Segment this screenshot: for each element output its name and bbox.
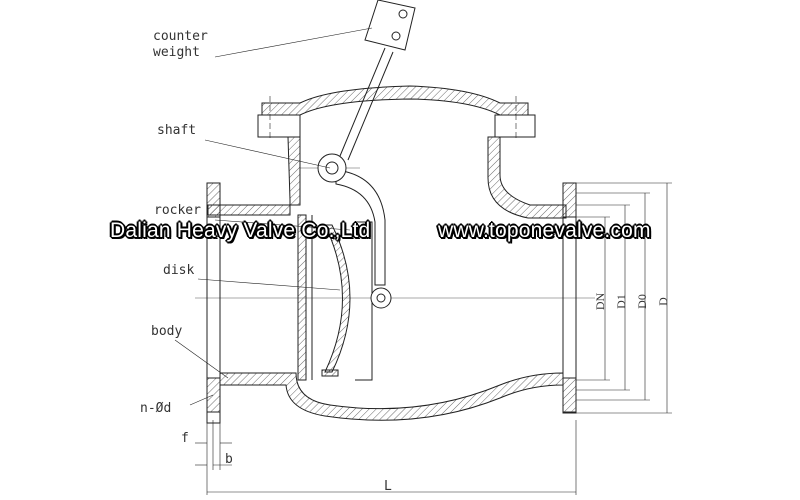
counter-weight-label-2: weight	[153, 45, 200, 60]
body-wall-upper-left	[207, 136, 301, 216]
rocker-arm	[335, 169, 386, 286]
d1-dimension-label: D1	[613, 294, 628, 309]
diameter-dimensions	[576, 182, 672, 414]
seat-ring	[297, 214, 307, 381]
disk-label: disk	[163, 263, 195, 278]
d0-dimension-label: D0	[634, 294, 649, 309]
bonnet-flange-left	[257, 114, 301, 138]
body-label: body	[151, 324, 183, 339]
disk-leader	[197, 278, 341, 291]
website-watermark: www.toponevalve.com	[438, 219, 651, 242]
lever-arm-2	[347, 51, 394, 161]
body-wall-lower	[219, 372, 564, 421]
counter-weight-label: counter	[153, 29, 208, 44]
rocker-label: rocker	[154, 203, 201, 218]
d-dimension-label: D	[655, 297, 670, 306]
counter-weight-block	[364, 0, 416, 51]
b-dimension-label: b	[225, 452, 233, 467]
rocker-leader	[214, 219, 351, 231]
n-od-label: n-Ød	[140, 401, 172, 416]
body-leader	[174, 339, 229, 379]
shaft-circle	[317, 153, 347, 183]
company-watermark: Dalian Heavy Valve Co.,Ltd	[110, 219, 371, 242]
body-wall-upper-right	[487, 136, 567, 219]
n-od-leader	[189, 394, 214, 406]
dn-dimension-label: DN	[593, 292, 608, 311]
bonnet-flange-right	[494, 114, 536, 138]
lever-arm-1	[339, 47, 386, 157]
counter-weight-leader	[214, 27, 373, 58]
length-dimensions	[195, 420, 577, 495]
L-dimension-label: L	[384, 479, 392, 494]
bonnet-cover	[261, 85, 529, 116]
shaft-leader	[204, 139, 331, 169]
shaft-label: shaft	[157, 123, 197, 138]
f-dimension-label: f	[181, 431, 189, 446]
disk-pivot	[370, 287, 392, 309]
disk	[324, 224, 351, 373]
